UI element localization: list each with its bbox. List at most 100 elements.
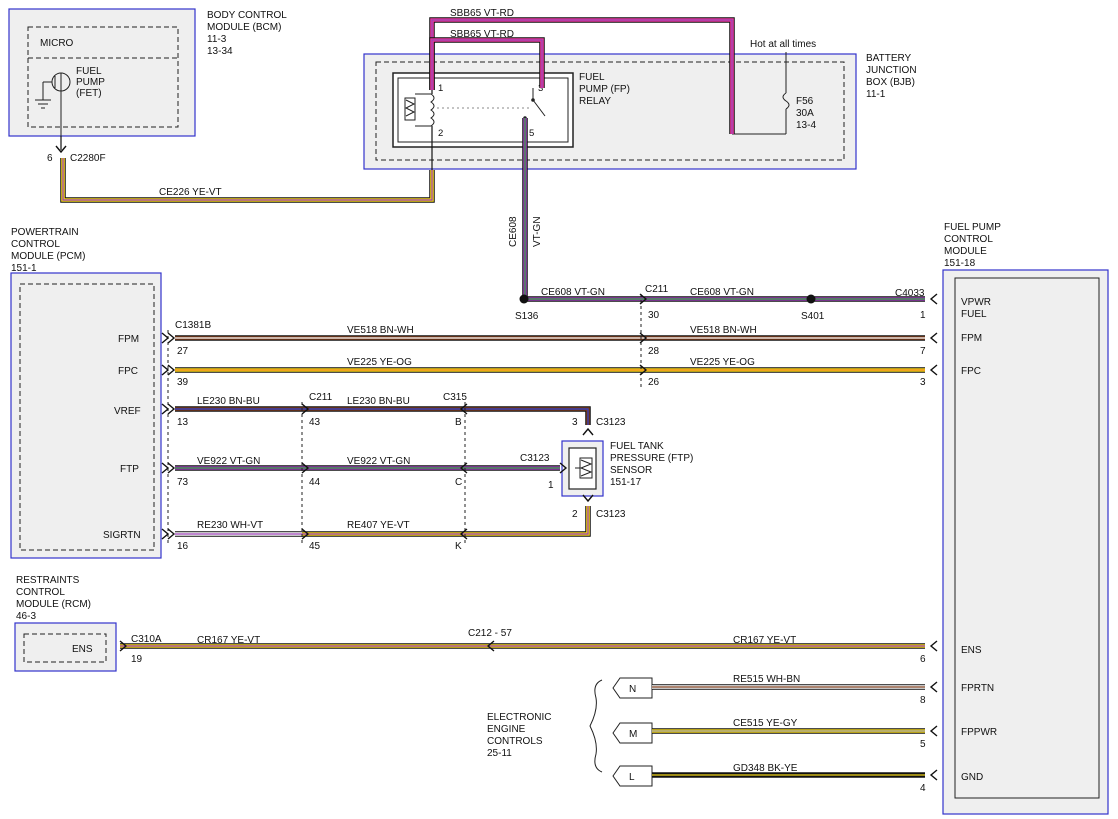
fpcm-arrow-2 [929,364,938,376]
svg-text:SENSOR: SENSOR [610,465,652,476]
svg-text:151-1: 151-1 [11,263,37,274]
svg-text:RE407 YE-VT: RE407 YE-VT [347,520,410,531]
fpcm-arrow-4 [929,681,938,693]
pcm-conn-arrow-b0 [161,332,170,344]
svg-text:5: 5 [529,128,534,139]
wire-ce226-stripe [62,158,433,201]
svg-text:CE608 VT-GN: CE608 VT-GN [690,287,754,298]
svg-text:RE230 WH-VT: RE230 WH-VT [197,520,263,531]
pcm-conn-arrow-b4 [161,528,170,540]
svg-text:1: 1 [438,83,443,94]
svg-text:ELECTRONIC: ELECTRONIC [487,712,551,723]
svg-text:13-34: 13-34 [207,46,233,57]
svg-text:C3123: C3123 [520,453,550,464]
svg-text:CONTROL: CONTROL [944,234,993,245]
svg-text:13-4: 13-4 [796,120,816,131]
svg-text:C211: C211 [309,392,333,403]
bcm-title: BODY CONTROL [207,10,287,21]
wire-re407-b-outline [465,506,591,537]
wire-le230-c-outline [465,406,591,425]
c3123-bot-arrow [582,494,594,503]
wire-re407-b-stripe [465,506,589,535]
svg-text:CE226 YE-VT: CE226 YE-VT [159,187,222,198]
svg-text:VE922 VT-GN: VE922 VT-GN [347,456,410,467]
fpcm-arrow-0 [929,293,938,305]
svg-text:C310A: C310A [131,634,162,645]
svg-text:(FET): (FET) [76,88,102,99]
svg-text:C212 - 57: C212 - 57 [468,628,512,639]
svg-text:2: 2 [572,509,578,520]
svg-text:19: 19 [131,654,143,665]
fuse-icon [782,92,790,110]
fp-relay-box [392,72,574,148]
splice-s136 [519,294,529,304]
hot-at-all-times: Hot at all times [750,39,816,50]
pcm-pin-ftp: FTP [120,464,139,475]
bcm-box [8,8,196,137]
pcm-box [10,272,162,559]
c211-mid-arrow-0 [301,403,310,415]
eec-brace [589,679,603,773]
svg-text:MODULE: MODULE [944,246,987,257]
svg-text:5: 5 [920,739,926,750]
pcm-pin-fpc: FPC [118,366,138,377]
c310a-arrow [119,640,128,652]
svg-text:43: 43 [309,417,321,428]
svg-text:151-17: 151-17 [610,477,642,488]
svg-text:SBB65 VT-RD: SBB65 VT-RD [450,29,514,40]
svg-text:39: 39 [177,377,189,388]
svg-text:VE922 VT-GN: VE922 VT-GN [197,456,260,467]
svg-text:M: M [629,729,637,740]
relay-coil-icon [404,97,416,121]
fpcm-arrow-6 [929,769,938,781]
svg-text:FUEL: FUEL [76,66,102,77]
svg-text:16: 16 [177,541,189,552]
svg-text:11-1: 11-1 [866,89,886,100]
svg-text:C3123: C3123 [596,509,626,520]
svg-text:SBB65 VT-RD: SBB65 VT-RD [450,8,514,19]
pcm-pin-vref: VREF [114,406,141,417]
svg-text:RESTRAINTS: RESTRAINTS [16,575,80,586]
svg-text:1: 1 [548,480,554,491]
svg-text:PRESSURE (FTP): PRESSURE (FTP) [610,453,693,464]
svg-text:C3123: C3123 [596,417,626,428]
pcm-pin-fpm: FPM [118,334,139,345]
svg-text:4: 4 [920,783,926,794]
wire-re407-b [465,506,590,536]
pcm-conn-arrow-b2 [161,403,170,415]
svg-text:FPM: FPM [961,333,982,344]
svg-text:C1381B: C1381B [175,320,211,331]
svg-text:2: 2 [438,128,443,139]
svg-text:BOX (BJB): BOX (BJB) [866,77,915,88]
svg-text:MODULE (BCM): MODULE (BCM) [207,22,281,33]
svg-text:VT-GN: VT-GN [532,216,543,247]
splice-s401 [806,294,816,304]
pcm-conn-arrow-1 [167,364,176,376]
svg-text:MODULE (RCM): MODULE (RCM) [16,599,91,610]
svg-text:30: 30 [648,310,660,321]
svg-text:LE230 BN-BU: LE230 BN-BU [347,396,410,407]
pcm-conn-arrow-4 [167,528,176,540]
svg-text:FUEL: FUEL [579,72,605,83]
svg-text:CONTROL: CONTROL [11,239,60,250]
svg-text:ENS: ENS [72,644,93,655]
svg-text:L: L [629,772,635,783]
c3123-mid-arrow [559,462,568,474]
c2280f-arrow [55,145,67,154]
svg-text:30A: 30A [796,108,814,119]
svg-text:JUNCTION: JUNCTION [866,65,917,76]
fpcm-arrow-1 [929,332,938,344]
pcm-pin-sigrtn: SIGRTN [103,530,141,541]
wire-sbb65-bot-stripe [431,39,543,90]
svg-text:CE515 YE-GY: CE515 YE-GY [733,718,798,729]
wire-le230-c-stripe [465,408,589,425]
c211-mid-arrow-2 [301,528,310,540]
svg-text:ENS: ENS [961,645,982,656]
svg-text:LE230 BN-BU: LE230 BN-BU [197,396,260,407]
relay-switch-icon [532,99,546,117]
svg-text:44: 44 [309,477,321,488]
svg-text:POWERTRAIN: POWERTRAIN [11,227,79,238]
fpcm-arrow-5 [929,725,938,737]
c3123-top-arrow [582,427,594,436]
svg-text:PUMP (FP): PUMP (FP) [579,84,630,95]
